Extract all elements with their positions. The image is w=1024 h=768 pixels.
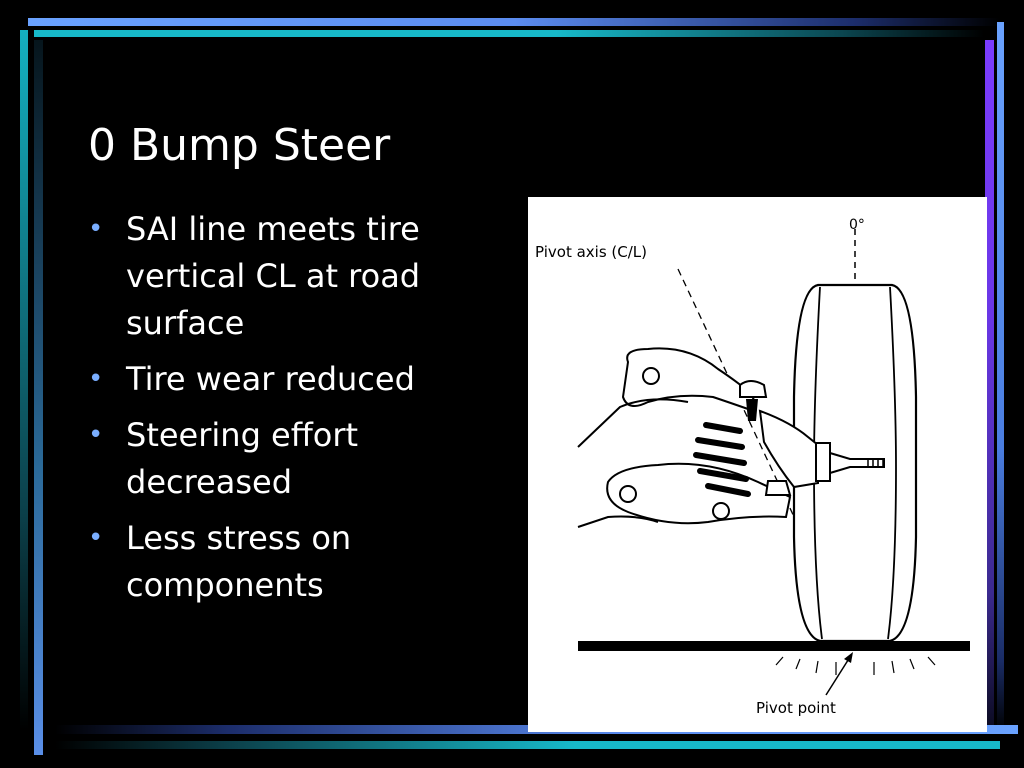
road-surface <box>578 641 970 651</box>
bullet-text: Less stress on components <box>126 519 352 604</box>
frame-left-blue-bar <box>34 40 43 755</box>
pivot-point-arrow <box>825 656 851 696</box>
frame-bottom-cyan-bar <box>55 741 1000 749</box>
bullet-icon <box>88 515 103 562</box>
tire-sidewall-line <box>887 286 897 640</box>
upper-ball-joint <box>739 380 768 398</box>
frame-top-cyan-bar <box>34 30 984 37</box>
pivot-axis-label: Pivot axis (C/L) <box>535 243 647 261</box>
bullet-text: Steering effort decreased <box>126 416 359 501</box>
bullet-item: Steering effort decreased <box>88 412 488 506</box>
pivot-point-label: Pivot point <box>756 699 836 717</box>
bullet-item: Tire wear reduced <box>88 356 488 403</box>
angle-label: 0° <box>849 217 865 233</box>
frame-left-cyan-bar <box>20 30 28 730</box>
frame-right-purple-bar <box>985 40 994 730</box>
frame-outline <box>577 515 659 528</box>
suspension-diagram-svg: 0° Pivot axis (C/L) <box>535 217 970 717</box>
bullet-icon <box>88 412 103 459</box>
road-ground-hatch <box>775 656 936 675</box>
frame-outline <box>577 398 689 448</box>
upper-arm-bushing <box>642 367 660 385</box>
bullet-item: Less stress on components <box>88 515 488 609</box>
bullet-list: SAI line meets tire vertical CL at road … <box>88 206 488 618</box>
lower-arm-bushing <box>712 502 730 520</box>
frame-right-blue-bar <box>997 22 1004 732</box>
spindle <box>829 451 885 475</box>
wheel-hub <box>815 442 831 482</box>
bullet-text: SAI line meets tire vertical CL at road … <box>126 210 421 342</box>
slide-title: 0 Bump Steer <box>88 120 391 171</box>
bullet-icon <box>88 206 103 253</box>
upper-ball-joint-stud <box>746 399 758 421</box>
bullet-icon <box>88 356 103 403</box>
pivot-axis-line <box>677 268 856 648</box>
frame-top-blue-bar <box>28 18 1000 26</box>
bullet-item: SAI line meets tire vertical CL at road … <box>88 206 488 347</box>
spindle-thread <box>867 459 884 467</box>
bullet-text: Tire wear reduced <box>126 360 415 398</box>
suspension-diagram: 0° Pivot axis (C/L) <box>528 197 987 732</box>
pivot-point-arrowhead <box>844 652 853 663</box>
lower-arm-bushing <box>619 485 637 503</box>
coil-spring <box>693 422 751 497</box>
lower-ball-joint <box>764 480 792 496</box>
steering-knuckle <box>758 409 819 489</box>
